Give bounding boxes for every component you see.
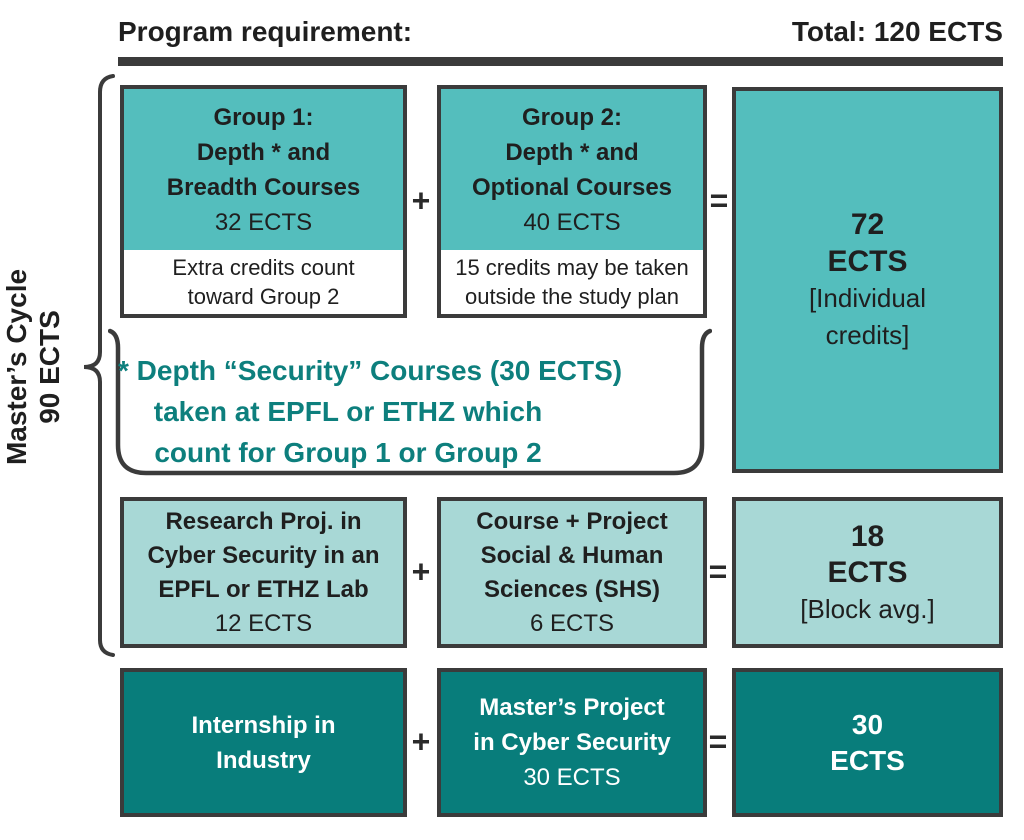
depth-security-note-line1: * Depth “Security” Courses (30 ECTS) bbox=[118, 355, 623, 386]
masters-cycle-label: Master’s Cycle 90 ECTS bbox=[0, 269, 66, 465]
masters-project-line2: in Cyber Security bbox=[473, 729, 671, 756]
group2-header-section: Group 2: Depth * and Optional Courses 40… bbox=[441, 89, 703, 250]
depth-security-note: * Depth “Security” Courses (30 ECTS) tak… bbox=[118, 350, 623, 473]
group2-subtitle1: Depth * and bbox=[505, 138, 639, 166]
internship-line2: Industry bbox=[216, 746, 311, 774]
result-30-unit: ECTS bbox=[830, 744, 905, 776]
equals-operator-row2: = bbox=[708, 553, 728, 590]
masters-project-line1: Master’s Project bbox=[479, 694, 665, 721]
research-ects: 12 ECTS bbox=[214, 609, 313, 637]
depth-security-note-line2: taken at EPFL or ETHZ which bbox=[153, 396, 543, 427]
plus-operator-row2: + bbox=[411, 553, 431, 590]
group1-ects: 32 ECTS bbox=[214, 208, 313, 236]
result-18-detail: [Block avg.] bbox=[800, 593, 935, 624]
equals-operator-row3: = bbox=[708, 723, 728, 760]
group2-ects: 40 ECTS bbox=[523, 208, 621, 236]
result-72-detail1: [Individual bbox=[808, 283, 927, 313]
group2-title: Group 2: bbox=[522, 103, 622, 131]
group1-header-section: Group 1: Depth * and Breadth Courses 32 … bbox=[124, 89, 403, 250]
group2-box: Group 2: Depth * and Optional Courses 40… bbox=[437, 85, 707, 318]
research-line1: Research Proj. in bbox=[165, 507, 362, 535]
group1-subtitle2: Breadth Courses bbox=[166, 173, 361, 201]
masters-cycle-label-line2: 90 ECTS bbox=[34, 310, 65, 424]
result-72-detail2: credits] bbox=[825, 320, 910, 350]
result-18-value: 18 bbox=[850, 519, 885, 553]
result-72-unit: ECTS bbox=[827, 245, 908, 278]
shs-ects: 6 ECTS bbox=[529, 609, 615, 637]
research-project-box: Research Proj. in Cyber Security in an E… bbox=[120, 497, 407, 648]
header-total: Total: 120 ECTS bbox=[791, 16, 1003, 47]
masters-cycle-brace bbox=[83, 74, 115, 657]
internship-line1: Internship in bbox=[191, 711, 336, 739]
header-divider bbox=[118, 57, 1003, 66]
result-18-ects-box: 18 ECTS [Block avg.] bbox=[732, 497, 1003, 648]
result-72-ects-box: 72 ECTS [Individual credits] bbox=[732, 87, 1003, 473]
result-72-value: 72 bbox=[850, 208, 885, 241]
depth-note-bracket bbox=[108, 328, 712, 476]
plus-operator-row3: + bbox=[411, 723, 431, 760]
masters-project-ects: 30 ECTS bbox=[523, 764, 621, 791]
shs-line3: Sciences (SHS) bbox=[483, 575, 661, 603]
group1-box: Group 1: Depth * and Breadth Courses 32 … bbox=[120, 85, 407, 318]
masters-cycle-label-line1: Master’s Cycle bbox=[1, 268, 32, 466]
equals-operator-row1: = bbox=[709, 182, 729, 219]
research-line3: EPFL or ETHZ Lab bbox=[158, 575, 369, 603]
group2-note-section: 15 credits may be taken outside the stud… bbox=[441, 250, 703, 314]
result-30-value: 30 bbox=[851, 708, 884, 740]
shs-line1: Course + Project bbox=[476, 507, 668, 535]
group1-title: Group 1: bbox=[213, 103, 314, 131]
group1-note-line2: toward Group 2 bbox=[187, 284, 340, 309]
internship-box: Internship in Industry bbox=[120, 668, 407, 817]
group2-note-line2: outside the study plan bbox=[464, 284, 680, 309]
result-18-unit: ECTS bbox=[827, 555, 908, 589]
group1-subtitle1: Depth * and bbox=[196, 138, 331, 166]
group1-note-section: Extra credits count toward Group 2 bbox=[124, 250, 403, 314]
masters-project-box: Master’s Project in Cyber Security 30 EC… bbox=[437, 668, 707, 817]
group2-note-line1: 15 credits may be taken bbox=[455, 255, 689, 280]
group1-note-line1: Extra credits count bbox=[172, 255, 355, 280]
research-line2: Cyber Security in an bbox=[147, 541, 380, 569]
depth-security-note-line3: count for Group 1 or Group 2 bbox=[154, 437, 542, 468]
shs-line2: Social & Human bbox=[480, 541, 664, 569]
shs-box: Course + Project Social & Human Sciences… bbox=[437, 497, 707, 648]
plus-operator-row1: + bbox=[411, 182, 431, 219]
header-title: Program requirement: bbox=[118, 16, 413, 47]
group2-subtitle2: Optional Courses bbox=[471, 173, 673, 201]
result-30-ects-box: 30 ECTS bbox=[732, 668, 1003, 817]
